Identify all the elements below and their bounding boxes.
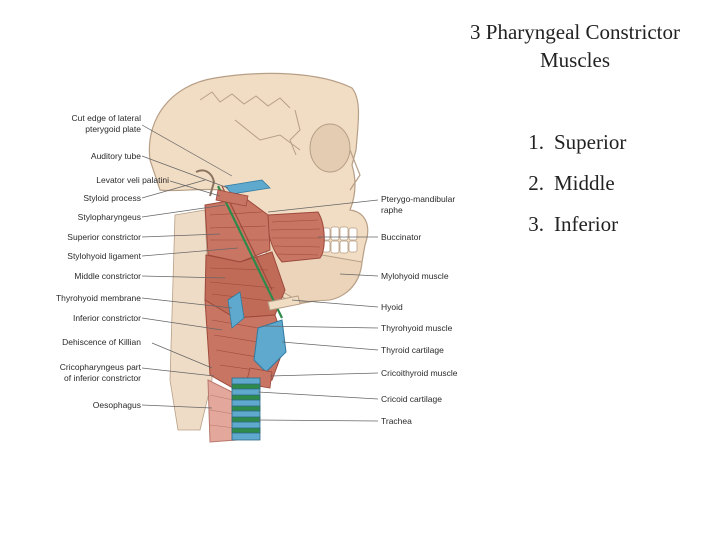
label-buccinator: Buccinator xyxy=(381,232,421,242)
label-hyoid: Hyoid xyxy=(381,302,403,312)
orbit-illustration xyxy=(309,123,351,173)
label-cricopharyngeus-line-1: Cricopharyngeus part xyxy=(60,362,142,372)
auditory-tube-illustration xyxy=(224,179,271,195)
constrictor-list: 1. Superior 2. Middle 3. Inferior xyxy=(508,124,626,247)
label-stylopharyngeus: Stylopharyngeus xyxy=(78,212,141,222)
levator-veli-palatini-illustration xyxy=(215,189,249,207)
skull-suture-lines xyxy=(199,91,301,156)
list-number: 1. xyxy=(528,130,544,154)
stylohyoid-ligament xyxy=(221,185,273,291)
label-cut-edge-line-2: pterygoid plate xyxy=(85,124,141,134)
slide-title-line-1: 3 Pharyngeal Constrictor xyxy=(470,20,680,44)
hyoid-bone xyxy=(267,295,301,311)
label-oesophagus: Oesophagus xyxy=(93,400,141,410)
label-superior-constrictor: Superior constrictor xyxy=(67,232,141,242)
left-leader-lines xyxy=(141,124,239,409)
label-inferior-constrictor: Inferior constrictor xyxy=(73,313,141,323)
list-item: 3. Inferior xyxy=(508,206,626,247)
pharynx-diagram: Cut edge of lateral pterygoid plate Audi… xyxy=(56,72,458,443)
trachea-illustration xyxy=(231,377,261,441)
label-trachea: Trachea xyxy=(381,416,412,426)
nasal-bone-illustration xyxy=(349,149,361,191)
slide-title-line-2: Muscles xyxy=(540,48,610,72)
cervical-spine-illustration xyxy=(169,209,213,431)
label-middle-constrictor: Middle constrictor xyxy=(74,271,141,281)
label-thyroid-cartilage: Thyroid cartilage xyxy=(381,345,444,355)
label-thyrohyoid-membrane: Thyrohyoid membrane xyxy=(56,293,141,303)
slide-title: 3 Pharyngeal Constrictor Muscles xyxy=(440,18,710,74)
label-levator-veli-palatini: Levator veli palatini xyxy=(96,175,169,185)
label-dehiscence-of-killian: Dehiscence of Killian xyxy=(62,337,141,347)
label-thyrohyoid-muscle: Thyrohyoid muscle xyxy=(381,323,453,333)
label-pterygomandibular-line-2: raphe xyxy=(381,205,403,215)
thyrohyoid-membrane xyxy=(227,291,245,329)
left-labels: Cut edge of lateral pterygoid plate Audi… xyxy=(56,113,169,410)
label-styloid-process: Styloid process xyxy=(83,193,141,203)
thyroid-cartilage xyxy=(253,319,287,373)
label-pterygomandibular-line-1: Pterygo-mandibular xyxy=(381,194,455,204)
list-text: Inferior xyxy=(554,212,619,236)
list-number: 3. xyxy=(528,212,544,236)
list-text: Middle xyxy=(554,171,615,195)
styloid-process-illustration xyxy=(195,169,216,197)
list-number: 2. xyxy=(528,171,544,195)
label-cricothyroid-muscle: Cricoithyroid muscle xyxy=(381,368,458,378)
list-item: 2. Middle xyxy=(508,165,626,206)
label-cricoid-cartilage: Cricoid cartilage xyxy=(381,394,442,404)
label-auditory-tube: Auditory tube xyxy=(91,151,141,161)
stylopharyngeus-muscle xyxy=(217,185,283,319)
right-labels: Pterygo-mandibular raphe Buccinator Mylo… xyxy=(381,194,458,426)
label-stylohyoid-ligament: Stylohyoid ligament xyxy=(67,251,141,261)
label-cricopharyngeus-line-2: of inferior constrictor xyxy=(64,373,141,383)
list-text: Superior xyxy=(554,130,627,154)
label-cut-edge-line-1: Cut edge of lateral xyxy=(72,113,142,123)
right-leader-lines xyxy=(257,199,379,422)
label-mylohyoid-muscle: Mylohyoid muscle xyxy=(381,271,449,281)
list-item: 1. Superior xyxy=(508,124,626,165)
